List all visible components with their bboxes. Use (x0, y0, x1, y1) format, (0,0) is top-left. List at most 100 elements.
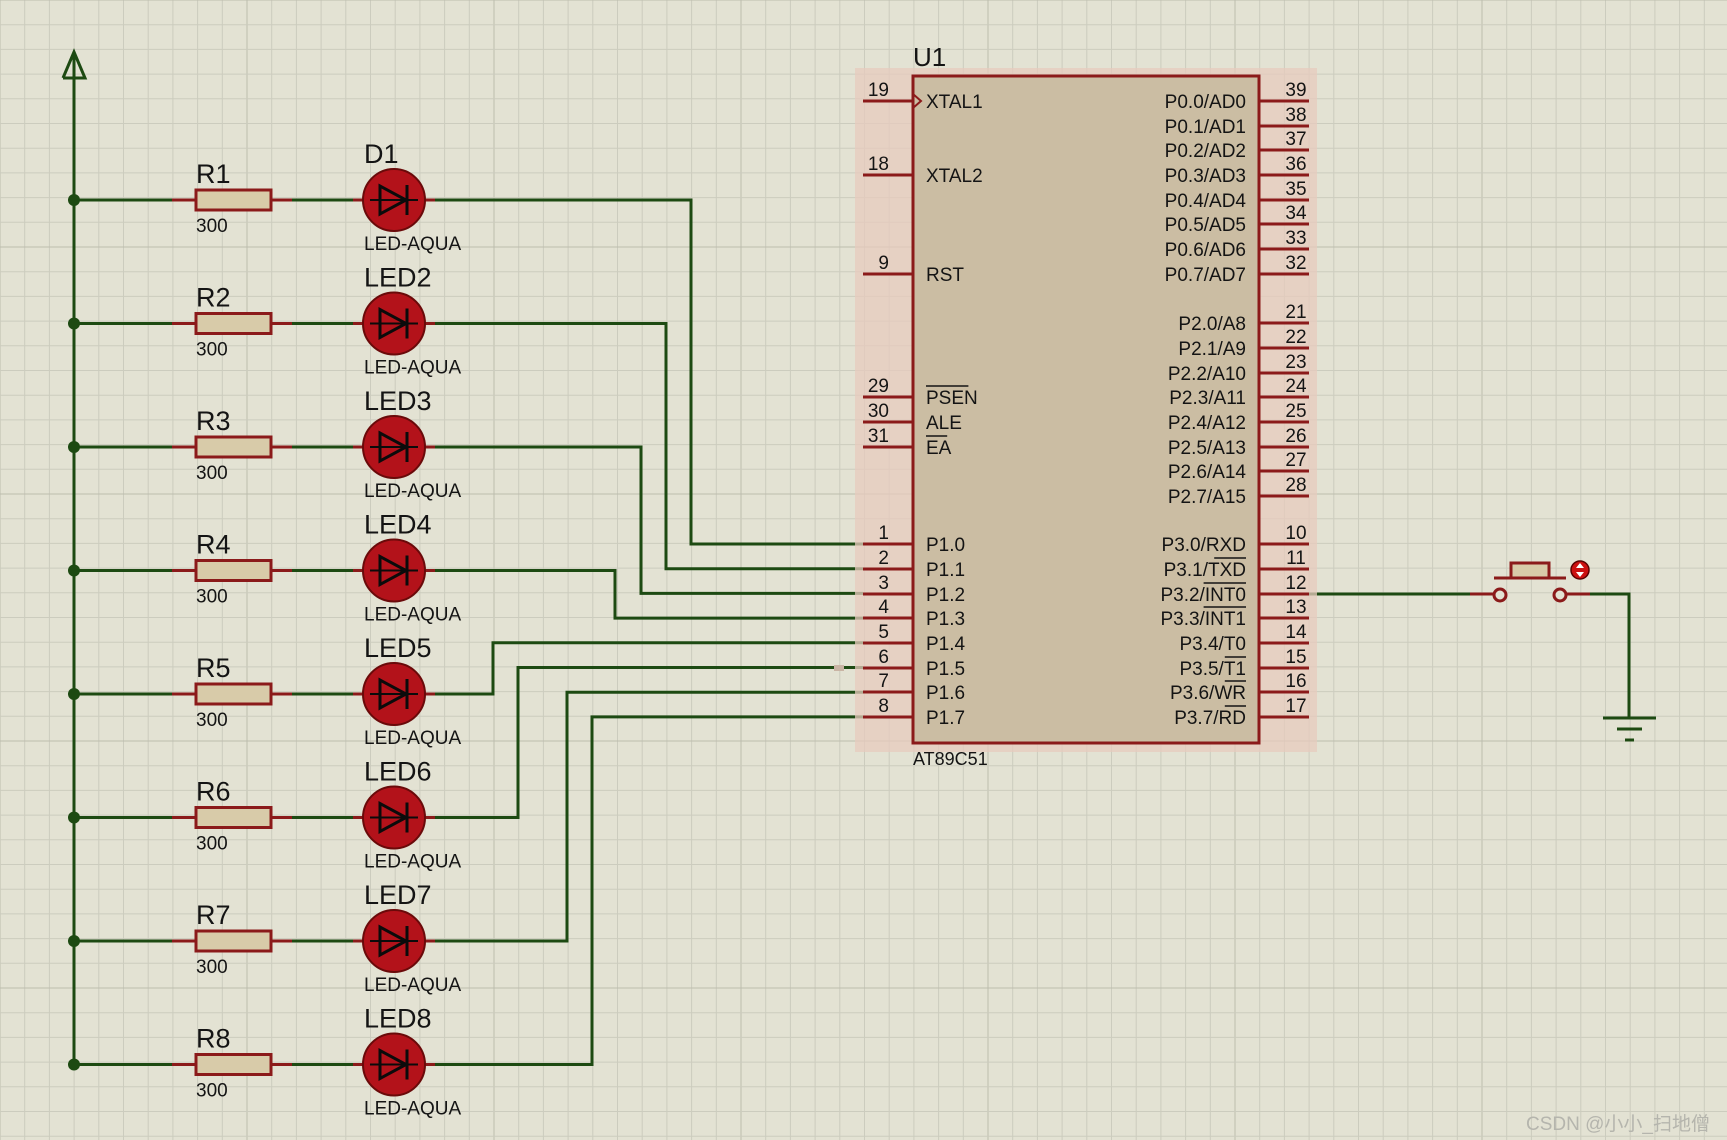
resistor-ref-label: R7 (196, 900, 231, 930)
pin-name-label: ALE (926, 413, 962, 434)
ground-terminal (1603, 716, 1656, 742)
button-contact-left (1492, 587, 1508, 603)
pin-name-label: RST (926, 265, 964, 286)
led-ref-label: LED3 (364, 386, 432, 416)
pin-name-label: EA (926, 438, 952, 459)
pin-number-label: 3 (878, 573, 889, 594)
pin-number-label: 25 (1285, 401, 1306, 422)
led-ref-label: LED2 (364, 263, 432, 293)
button-contact-right (1552, 587, 1568, 603)
mcu-u1[interactable]: U1 AT89C51 19XTAL118XTAL29RST29PSEN30ALE… (855, 42, 1317, 769)
resistor-ref-label: R4 (196, 530, 231, 560)
pin-number-label: 21 (1285, 302, 1306, 323)
resistor-ref-label: R3 (196, 406, 231, 436)
resistor-body[interactable] (194, 312, 273, 335)
pin-number-label: 22 (1285, 327, 1306, 348)
resistor-value-label: 300 (196, 216, 228, 237)
pin-number-label: 26 (1285, 426, 1306, 447)
pin-name-label: P0.6/AD6 (1165, 240, 1246, 261)
pin-name-label: P0.3/AD3 (1165, 166, 1246, 187)
pin-name-label: P3.4/T0 (1179, 634, 1246, 655)
led-ref-label: LED7 (364, 880, 432, 910)
junction-dot (68, 194, 80, 206)
resistor-body[interactable] (194, 435, 273, 459)
pin-name-label: P3.6/WR (1170, 683, 1246, 704)
push-button[interactable] (1492, 560, 1590, 603)
resistor-body[interactable] (194, 559, 273, 582)
pin-number-label: 12 (1285, 573, 1306, 594)
led-part-label: LED-AQUA (364, 852, 461, 873)
resistor-body[interactable] (194, 929, 273, 953)
junction-dot (68, 935, 80, 947)
pin-number-label: 4 (878, 597, 889, 618)
led-part-label: LED-AQUA (364, 1099, 461, 1120)
pin-number-label: 27 (1285, 450, 1306, 471)
mcu-pins: 19XTAL118XTAL29RST29PSEN30ALE31EA1P1.02P… (863, 80, 1309, 729)
pin-number-label: 35 (1285, 179, 1306, 200)
resistor-ref-label: R5 (196, 653, 231, 683)
pin-number-label: 6 (878, 647, 889, 668)
resistor-ref-label: R6 (196, 777, 231, 807)
led-part-label: LED-AQUA (364, 975, 461, 996)
pin-number-label: 2 (878, 548, 889, 569)
wire-led-to-port (435, 666, 863, 819)
pin-name-label: P1.3 (926, 609, 965, 630)
led-ref-label: LED8 (364, 1004, 432, 1034)
pin-name-label: P2.5/A13 (1168, 438, 1246, 459)
pin-name-label: P1.0 (926, 535, 965, 556)
led-part-label: LED-AQUA (364, 234, 461, 255)
pin-name-label: P1.1 (926, 560, 965, 581)
pin-number-label: 7 (878, 671, 889, 692)
pin-name-label: P0.0/AD0 (1165, 92, 1246, 113)
pin-name-label: P1.7 (926, 708, 965, 729)
pin-name-label: P2.7/A15 (1168, 487, 1246, 508)
mcu-part-label: AT89C51 (913, 749, 988, 769)
resistor-body[interactable] (194, 806, 273, 829)
pin-name-label: P3.5/T1 (1179, 659, 1246, 680)
pin-number-label: 16 (1285, 671, 1306, 692)
pin-number-label: 38 (1285, 105, 1306, 126)
resistor-value-label: 300 (196, 463, 228, 484)
pin-name-label: P2.2/A10 (1168, 364, 1246, 385)
pin-number-label: 1 (878, 523, 889, 544)
pin-number-label: 17 (1285, 696, 1306, 717)
pin-number-label: 14 (1285, 622, 1307, 643)
button-toggle-arrows-icon (1576, 563, 1584, 577)
wire-led-to-port (435, 198, 863, 546)
resistor-body[interactable] (194, 188, 273, 212)
wire-led-to-port (435, 690, 863, 943)
resistor-value-label: 300 (196, 957, 228, 978)
pin-name-label: P1.5 (926, 659, 965, 680)
resistor-body[interactable] (194, 1053, 273, 1076)
pin-number-label: 9 (878, 253, 889, 274)
pin-name-label: P3.7/RD (1174, 708, 1246, 729)
pin-number-label: 19 (868, 80, 889, 101)
button-toggle-icon[interactable] (1570, 560, 1590, 580)
pin-name-label: P3.3/INT1 (1160, 609, 1246, 630)
pin-number-label: 24 (1285, 376, 1307, 397)
junction-dot (68, 564, 80, 577)
pin-number-label: 30 (868, 401, 889, 422)
pin-name-label: P0.4/AD4 (1165, 191, 1247, 212)
resistor-ref-label: R1 (196, 159, 231, 189)
resistor-body[interactable] (194, 682, 273, 706)
led-ref-label: LED4 (364, 510, 432, 540)
pin-number-label: 29 (868, 376, 889, 397)
resistor-value-label: 300 (196, 710, 228, 731)
pin-name-label: P0.2/AD2 (1165, 141, 1246, 162)
pin-name-label: P2.3/A11 (1169, 388, 1246, 409)
power-terminal[interactable] (61, 48, 88, 80)
watermark: CSDN @小小_扫地僧 (1526, 1113, 1710, 1135)
junction-dot (68, 317, 80, 330)
pin-name-label: XTAL1 (926, 92, 983, 113)
pin-name-label: P1.2 (926, 585, 965, 606)
mcu-body (911, 74, 1261, 745)
resistor-value-label: 300 (196, 834, 228, 855)
pin-number-label: 39 (1285, 80, 1306, 101)
pin-number-label: 5 (878, 622, 889, 643)
resistor-ref-label: R2 (196, 283, 231, 313)
